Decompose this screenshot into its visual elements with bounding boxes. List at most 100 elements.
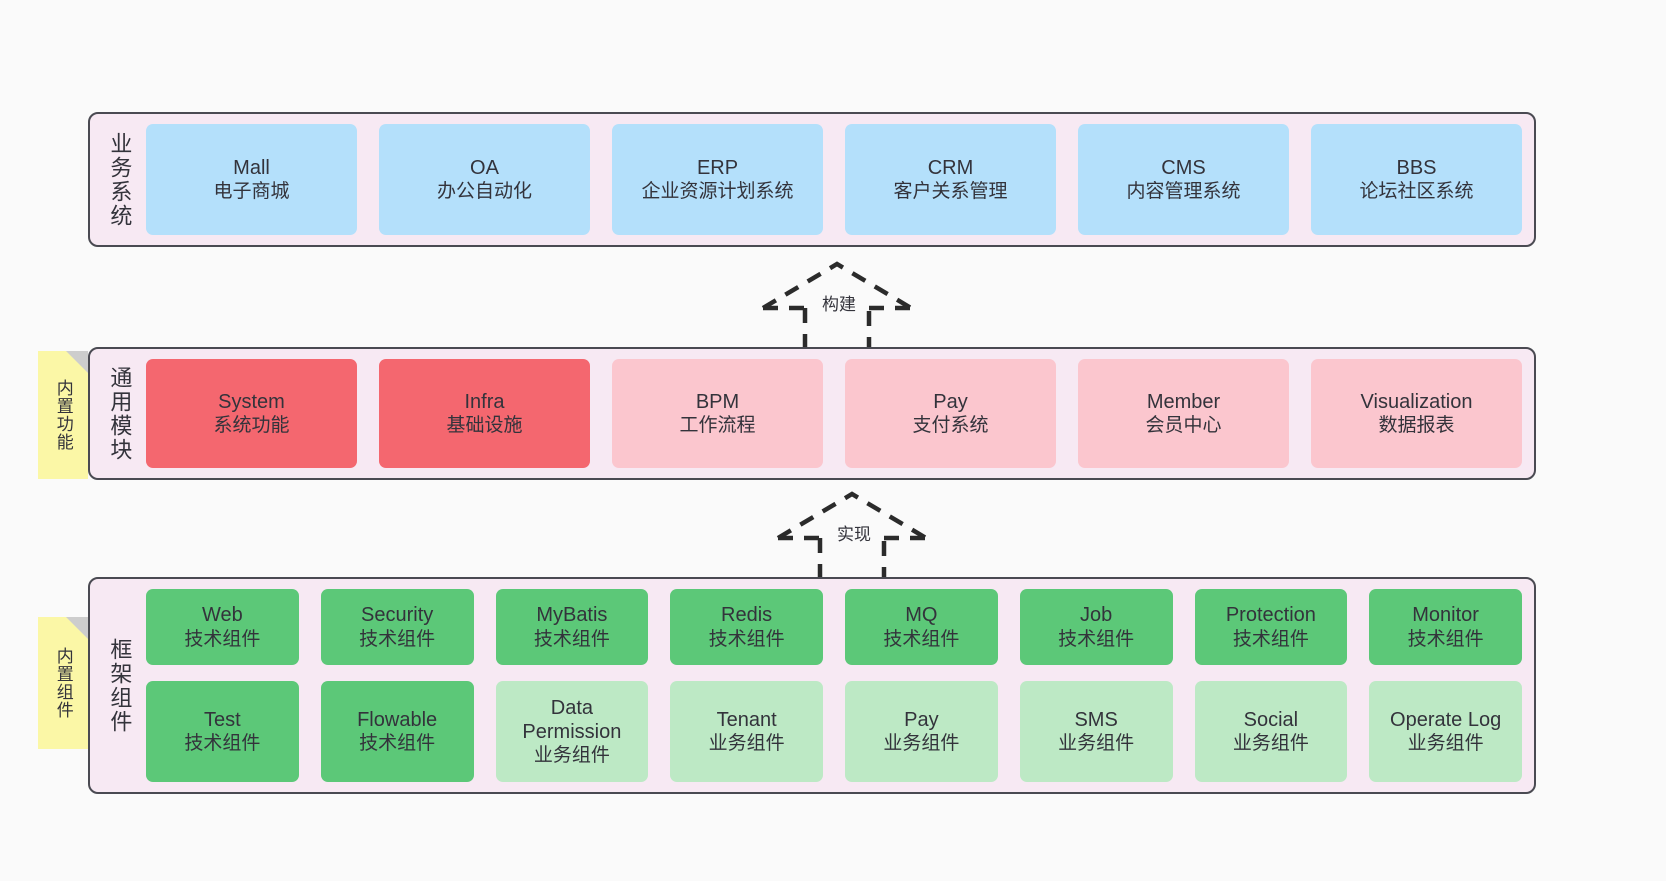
card-subtitle: 内容管理系统	[1126, 181, 1241, 203]
card-title: Social	[1243, 708, 1299, 731]
card-subtitle: 论坛社区系统	[1359, 181, 1474, 203]
dashed-hollow-arrow-icon	[776, 491, 928, 583]
card-grid-modules: System 系统功能 Infra 基础设施 BPM 工作流程 Pay 支付系统…	[146, 359, 1522, 468]
card-social[interactable]: Social 业务组件	[1194, 681, 1348, 783]
card-subtitle: 技术组件	[184, 628, 261, 650]
dashed-hollow-arrow-icon	[761, 261, 913, 353]
card-subtitle: 客户关系管理	[893, 181, 1008, 203]
card-title: Pay	[933, 390, 968, 413]
card-infra[interactable]: Infra 基础设施	[379, 359, 590, 468]
card-sms[interactable]: SMS 业务组件	[1019, 681, 1173, 783]
card-subtitle: 业务组件	[533, 745, 610, 767]
card-title: ERP	[696, 156, 739, 179]
card-subtitle: 技术组件	[1407, 628, 1484, 650]
card-title: SMS	[1074, 708, 1118, 731]
card-title: Web	[201, 604, 243, 627]
card-subtitle: 电子商城	[213, 181, 290, 203]
card-subtitle: 业务组件	[708, 733, 785, 755]
card-test[interactable]: Test 技术组件	[146, 681, 299, 783]
card-title: Tenant	[716, 708, 777, 731]
card-pay-business[interactable]: Pay 业务组件	[845, 681, 998, 783]
card-subtitle: 技术组件	[1058, 628, 1135, 650]
generalization-arrow-implement: 实现	[772, 488, 932, 583]
card-subtitle: 支付系统	[912, 415, 989, 437]
card-member[interactable]: Member 会员中心	[1078, 359, 1289, 468]
card-subtitle: 技术组件	[359, 628, 436, 650]
card-pay[interactable]: Pay 支付系统	[845, 359, 1056, 468]
card-subtitle: 工作流程	[679, 415, 756, 437]
card-mybatis[interactable]: MyBatis 技术组件	[495, 589, 649, 666]
card-row: System 系统功能 Infra 基础设施 BPM 工作流程 Pay 支付系统…	[146, 359, 1522, 468]
card-cms[interactable]: CMS 内容管理系统	[1078, 124, 1289, 235]
card-bbs[interactable]: BBS 论坛社区系统	[1311, 124, 1522, 235]
card-title: MyBatis	[536, 604, 608, 627]
sticky-note-builtin-components: 内置组件	[38, 617, 88, 749]
card-title: Visualization	[1360, 390, 1473, 413]
card-title: Data Permission	[522, 696, 622, 744]
card-subtitle: 会员中心	[1145, 415, 1222, 437]
card-grid-framework: Web 技术组件 Security 技术组件 MyBatis 技术组件 Redi…	[146, 589, 1522, 783]
card-operate-log[interactable]: Operate Log 业务组件	[1369, 681, 1522, 783]
card-security[interactable]: Security 技术组件	[320, 589, 474, 666]
card-subtitle: 技术组件	[883, 628, 960, 650]
sticky-note-label: 内置功能	[53, 379, 73, 451]
layer-framework-components: 框架组件 Web 技术组件 Security 技术组件 MyBatis 技术组件…	[88, 577, 1536, 794]
card-subtitle: 企业资源计划系统	[641, 181, 794, 203]
card-subtitle: 业务组件	[883, 733, 960, 755]
card-mall[interactable]: Mall 电子商城	[146, 124, 357, 235]
page-fold-icon	[66, 617, 88, 639]
card-title: Job	[1080, 604, 1113, 627]
arrow-label-build: 构建	[820, 295, 858, 315]
card-oa[interactable]: OA 办公自动化	[379, 124, 590, 235]
card-data-permission[interactable]: Data Permission 业务组件	[495, 681, 649, 783]
card-title: Protection	[1225, 604, 1316, 627]
card-subtitle: 技术组件	[708, 628, 785, 650]
card-title: Security	[361, 604, 434, 627]
card-title: CMS	[1161, 156, 1206, 179]
card-title: OA	[470, 156, 499, 179]
card-row: Mall 电子商城 OA 办公自动化 ERP 企业资源计划系统 CRM 客户关系…	[146, 124, 1522, 235]
card-title: BBS	[1396, 156, 1437, 179]
card-crm[interactable]: CRM 客户关系管理	[845, 124, 1056, 235]
card-system[interactable]: System 系统功能	[146, 359, 357, 468]
card-title: Infra	[464, 390, 505, 413]
card-title: CRM	[927, 156, 974, 179]
card-title: Flowable	[357, 708, 438, 731]
sticky-note-label: 内置组件	[53, 647, 73, 719]
card-bpm[interactable]: BPM 工作流程	[612, 359, 823, 468]
card-monitor[interactable]: Monitor 技术组件	[1369, 589, 1522, 666]
card-redis[interactable]: Redis 技术组件	[670, 589, 823, 666]
card-subtitle: 业务组件	[1232, 733, 1309, 755]
generalization-arrow-build: 构建	[757, 258, 917, 353]
card-protection[interactable]: Protection 技术组件	[1194, 589, 1348, 666]
card-job[interactable]: Job 技术组件	[1019, 589, 1173, 666]
card-title: System	[218, 390, 285, 413]
card-subtitle: 技术组件	[184, 733, 261, 755]
card-title: BPM	[695, 390, 740, 413]
card-title: Member	[1146, 390, 1221, 413]
layer-title-framework: 框架组件	[107, 637, 133, 734]
card-web[interactable]: Web 技术组件	[146, 589, 299, 666]
arrow-label-implement: 实现	[835, 525, 873, 545]
page-fold-icon	[66, 351, 88, 373]
card-title: Operate Log	[1390, 708, 1502, 731]
layer-title-modules: 通用模块	[107, 365, 133, 462]
card-title: Mall	[233, 156, 270, 179]
layer-title-business: 业务系统	[107, 131, 133, 228]
card-subtitle: 技术组件	[1232, 628, 1309, 650]
card-erp[interactable]: ERP 企业资源计划系统	[612, 124, 823, 235]
card-subtitle: 办公自动化	[436, 181, 532, 203]
card-visualization[interactable]: Visualization 数据报表	[1311, 359, 1522, 468]
card-subtitle: 技术组件	[359, 733, 436, 755]
card-title: MQ	[905, 604, 938, 627]
card-subtitle: 业务组件	[1407, 733, 1484, 755]
card-mq[interactable]: MQ 技术组件	[845, 589, 998, 666]
card-flowable[interactable]: Flowable 技术组件	[320, 681, 474, 783]
card-subtitle: 系统功能	[213, 415, 290, 437]
layer-business-systems: 业务系统 Mall 电子商城 OA 办公自动化 ERP 企业资源计划系统 CRM…	[88, 112, 1536, 247]
sticky-note-builtin-features: 内置功能	[38, 351, 88, 479]
card-row: Web 技术组件 Security 技术组件 MyBatis 技术组件 Redi…	[146, 589, 1522, 666]
card-subtitle: 数据报表	[1378, 415, 1455, 437]
card-tenant[interactable]: Tenant 业务组件	[670, 681, 823, 783]
card-grid-business: Mall 电子商城 OA 办公自动化 ERP 企业资源计划系统 CRM 客户关系…	[146, 124, 1522, 235]
